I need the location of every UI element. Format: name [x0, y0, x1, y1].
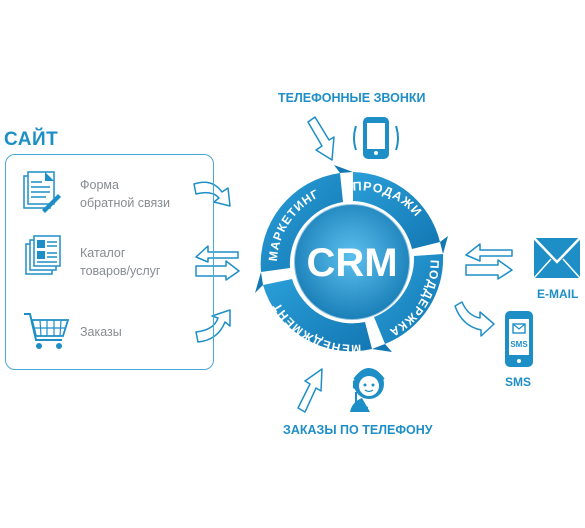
shopping-cart-icon [24, 313, 70, 349]
mobile-phone-icon [353, 117, 399, 159]
segment-management [263, 279, 372, 352]
segment-sales [353, 172, 440, 249]
site-item-orders-line1: Заказы [80, 325, 122, 339]
form-arrow-icon [193, 181, 231, 207]
crm-label: CRM [306, 241, 397, 285]
phone-orders-label: ЗАКАЗЫ ПО ТЕЛЕФОНУ [283, 423, 433, 437]
operator-icon [350, 368, 385, 412]
email-right-arrow-icon [465, 259, 513, 280]
sms-icon-text: SMS [510, 340, 528, 349]
site-item-catalog[interactable]: Каталог товаров/услуг [80, 244, 160, 280]
crm-center-circle [294, 204, 410, 320]
site-item-form-line2: обратной связи [80, 196, 171, 210]
catalog-right-arrow-icon [195, 260, 240, 281]
segment-marketing [260, 173, 343, 272]
sms-arrow-icon [454, 301, 495, 337]
site-item-catalog-line1: Каталог [80, 246, 126, 260]
sms-phone-icon: SMS [505, 311, 533, 367]
site-item-form[interactable]: Форма обратной связи [80, 176, 170, 212]
site-title: САЙТ [4, 129, 59, 150]
calls-label: ТЕЛЕФОННЫЕ ЗВОНКИ [278, 91, 426, 105]
envelope-icon [533, 237, 581, 279]
calls-arrow-icon [307, 116, 335, 161]
catalog-left-arrow-icon [195, 245, 239, 263]
catalog-icon [25, 235, 61, 275]
form-document-icon [23, 171, 61, 213]
segment-support [374, 254, 444, 344]
sms-label: SMS [505, 375, 532, 389]
site-item-orders[interactable]: Заказы [80, 323, 122, 341]
site-item-catalog-line2: товаров/услуг [80, 264, 161, 278]
site-item-form-line1: Форма [80, 178, 119, 192]
site-box [5, 154, 214, 370]
phone-orders-arrow-icon [297, 368, 323, 413]
email-left-arrow-icon [465, 243, 513, 262]
email-label: E-MAIL [537, 287, 579, 301]
crm-ring [255, 165, 448, 352]
